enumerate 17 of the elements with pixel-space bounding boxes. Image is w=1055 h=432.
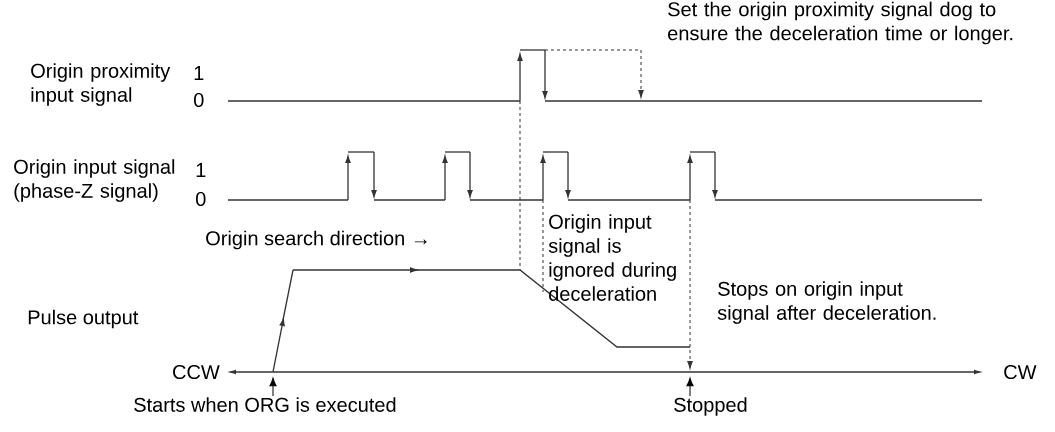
leader-arrow bbox=[686, 377, 694, 397]
level-label: 0 bbox=[196, 191, 206, 207]
note-text: Stops on origin input signal after deceleration. bbox=[717, 281, 936, 324]
level-label: 1 bbox=[194, 66, 204, 80]
note-text: Set the origin proximity signal dog to ensure the deceleration time or longer. bbox=[668, 1, 1013, 45]
axis-label: CCW bbox=[173, 364, 220, 380]
level-label: 0 bbox=[194, 92, 204, 108]
leader-arrow bbox=[269, 377, 277, 397]
note-text: Origin search direction → bbox=[206, 230, 427, 250]
annotation-text: Stopped bbox=[674, 397, 747, 416]
axis-label: CW bbox=[1004, 364, 1037, 380]
level-label: 1 bbox=[196, 163, 206, 177]
annotation-text: Starts when ORG is executed bbox=[134, 397, 396, 412]
note-text: Origin input signal is ignored during deceleration bbox=[548, 214, 676, 301]
signal-label: Pulse output bbox=[28, 309, 139, 329]
signal-label: Origin input signal (phase-Z signal) bbox=[14, 159, 175, 202]
signal-label: Origin proximity input signal bbox=[31, 63, 171, 106]
